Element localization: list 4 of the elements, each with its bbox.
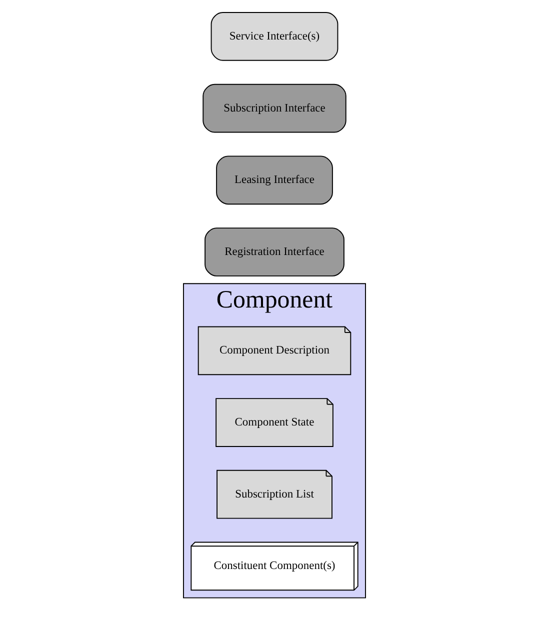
node-box: Registration Interface [204, 228, 344, 276]
node-box: Subscription Interface [202, 84, 346, 133]
node-box: Service Interface(s) [210, 12, 338, 61]
node-box: Leasing Interface [216, 156, 332, 205]
